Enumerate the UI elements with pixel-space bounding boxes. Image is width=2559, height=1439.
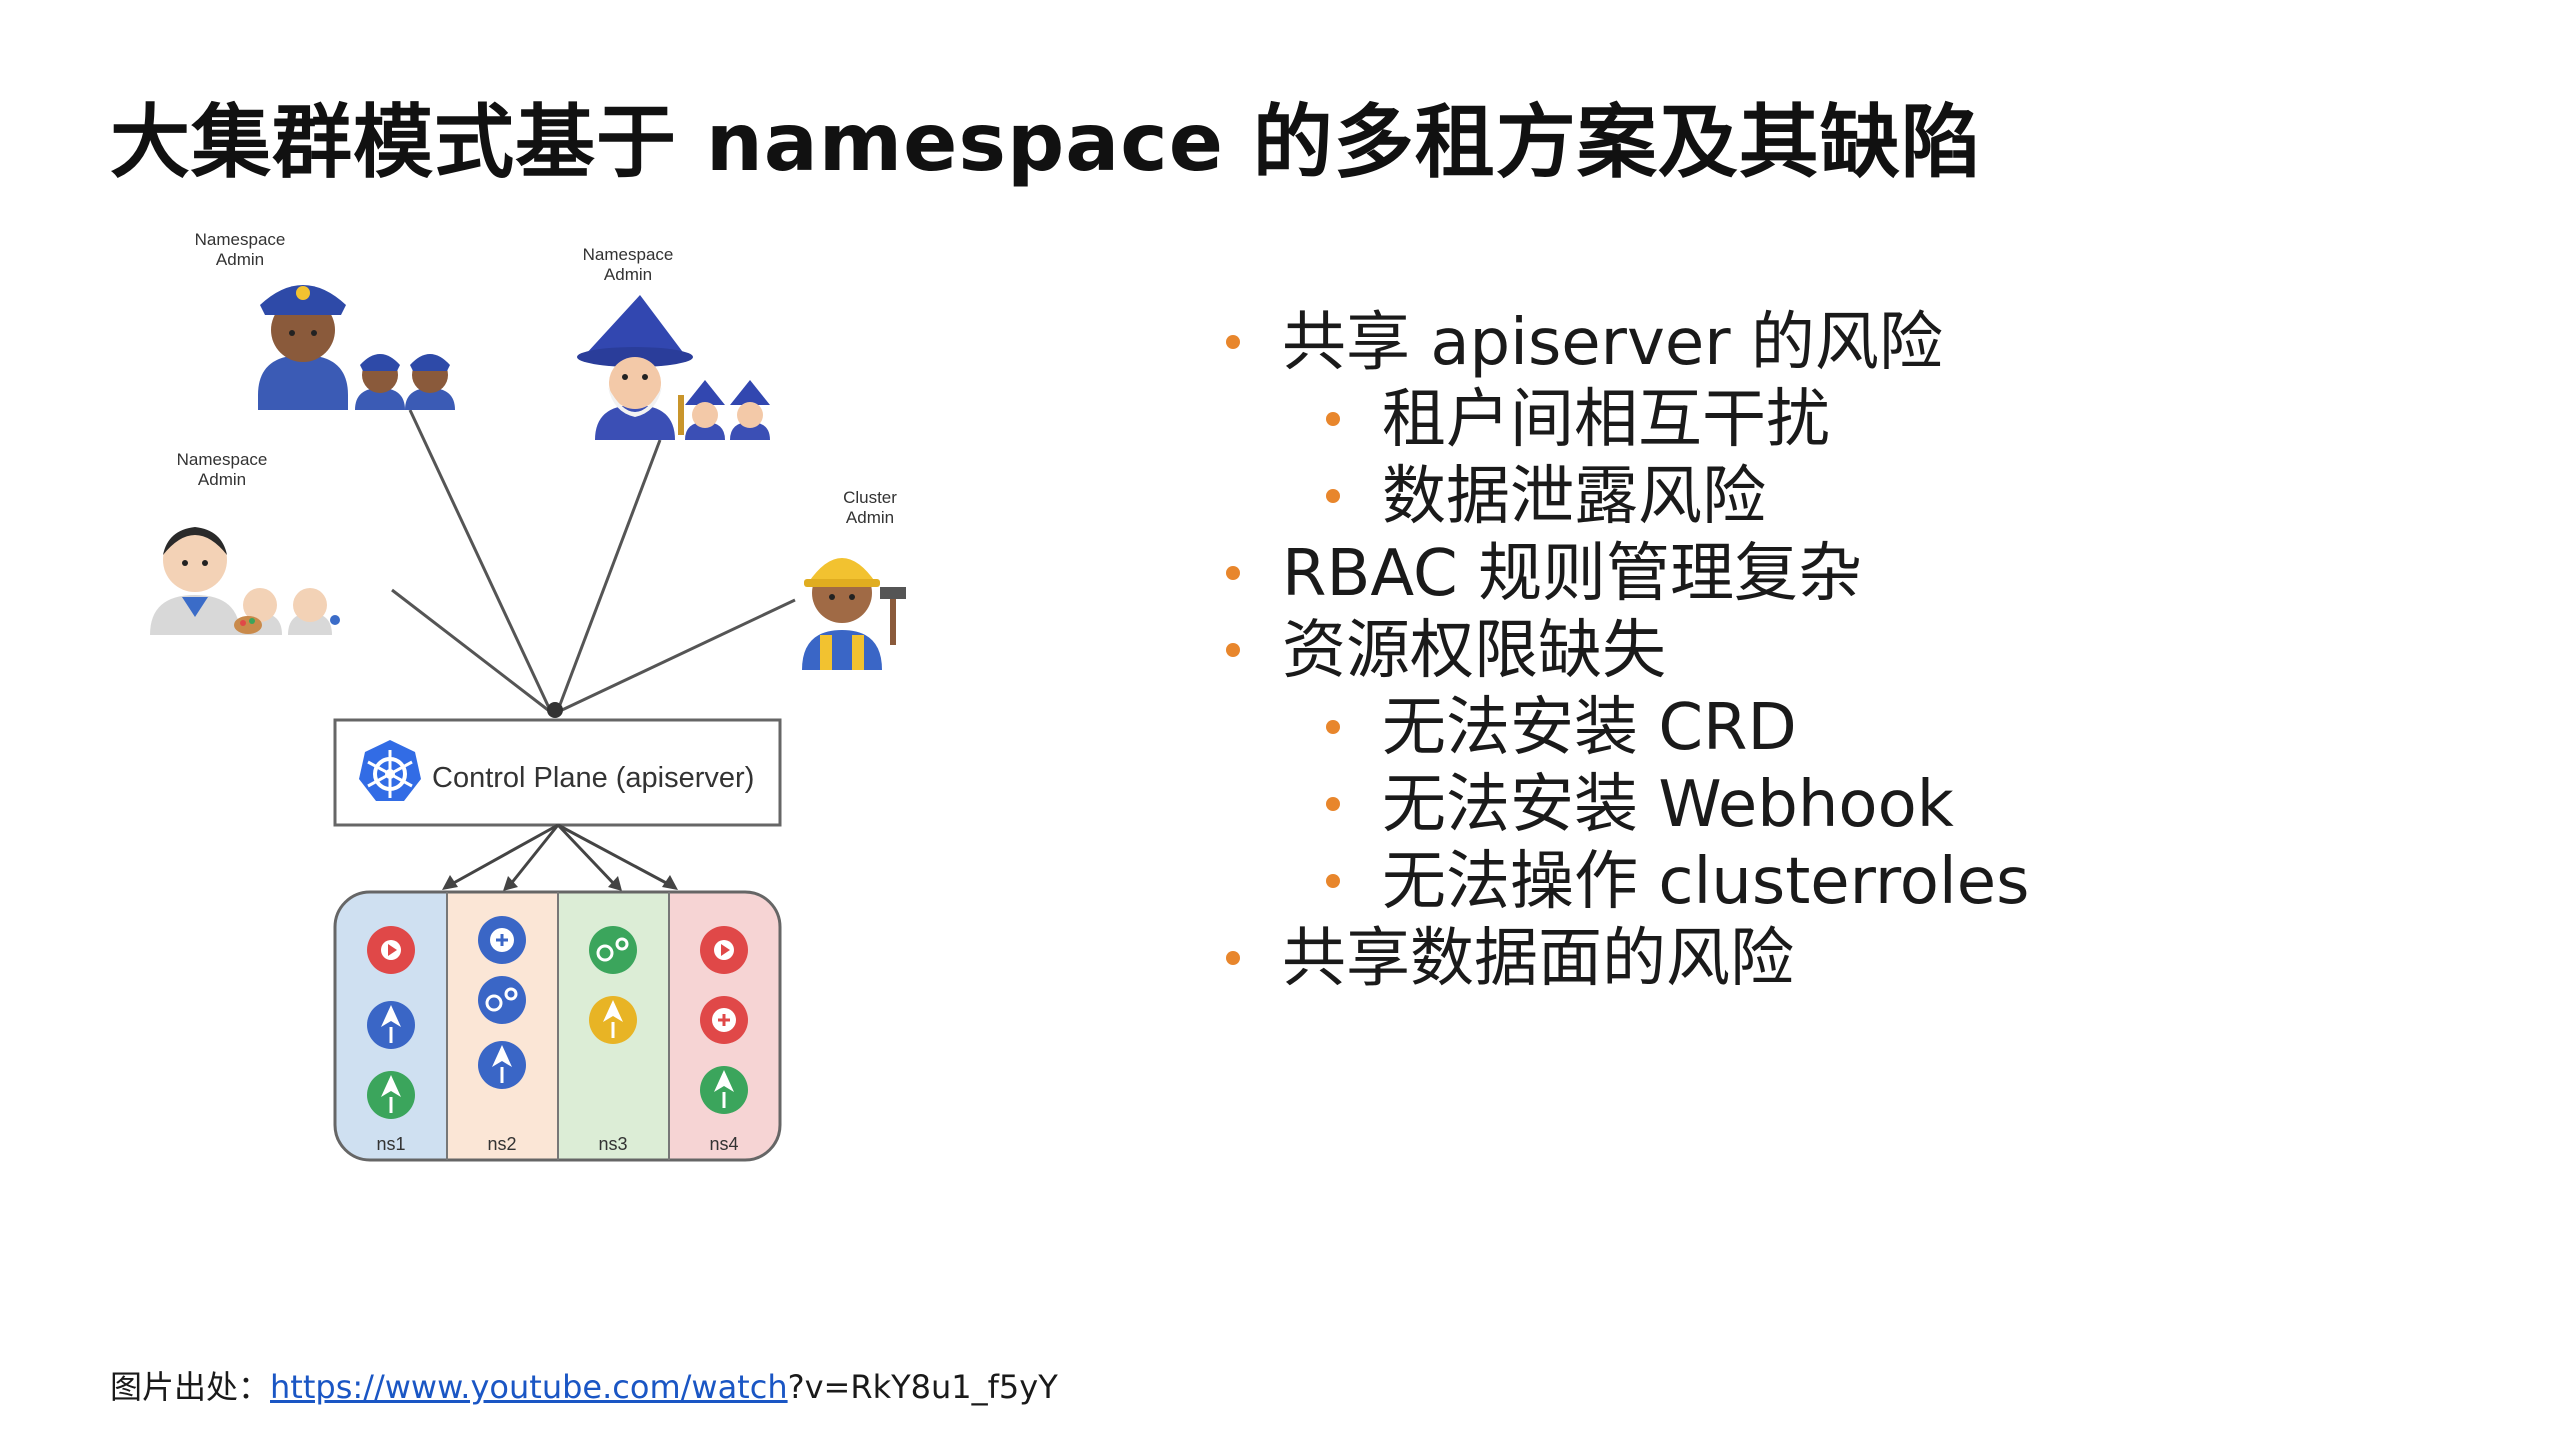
bullet-text: 租户间相互干扰	[1382, 383, 1830, 457]
rocket-icon	[478, 1041, 526, 1089]
bullet-text: 数据泄露风险	[1382, 460, 1766, 534]
slide-title: 大集群模式基于 namespace 的多租方案及其缺陷	[110, 96, 1982, 189]
admin-label-line2: Admin	[198, 470, 246, 489]
ns1-label: ns1	[376, 1134, 405, 1154]
bullet-dot-icon	[1226, 566, 1240, 580]
rocket-icon	[589, 996, 637, 1044]
bullet-dot-icon	[1226, 643, 1240, 657]
namespace-arrows	[449, 823, 671, 887]
gears-icon	[589, 926, 637, 974]
control-plane-box: Control Plane (apiserver)	[333, 718, 782, 827]
ns4-icons: ns4	[700, 926, 748, 1154]
bullet-dot-icon	[1326, 874, 1340, 888]
bullet-item: 无法安装 Webhook	[1220, 767, 2520, 844]
admin-label-line2: Admin	[604, 265, 652, 284]
admin-label-line1: Namespace	[583, 245, 674, 264]
bullet-text: 资源权限缺失	[1282, 614, 1666, 688]
construction-worker-icon	[802, 558, 906, 670]
bullet-item: 共享 apiserver 的风险	[1220, 305, 2520, 382]
bullet-item: 资源权限缺失	[1220, 613, 2520, 690]
ns2-label: ns2	[487, 1134, 516, 1154]
wizard-icon	[577, 295, 770, 440]
bullet-text: 无法操作 clusterroles	[1382, 845, 2030, 919]
police-officer-icon	[258, 285, 455, 410]
plus-icon	[478, 916, 526, 964]
ns4-label: ns4	[709, 1134, 738, 1154]
ns2-icons: ns2	[478, 916, 526, 1154]
bullet-text: 共享数据面的风险	[1282, 922, 1794, 996]
admin-label-line1: Namespace	[195, 230, 286, 249]
source-prefix: 图片出处：	[110, 1368, 271, 1406]
bullet-item: RBAC 规则管理复杂	[1220, 536, 2520, 613]
bullet-text: 无法安装 CRD	[1382, 691, 1797, 765]
source-query: ?v=RkY8u1_f5yY	[787, 1368, 1058, 1406]
admin-worker: Cluster Admin	[802, 488, 906, 670]
bullet-text: 共享 apiserver 的风险	[1282, 306, 1943, 380]
bullet-dot-icon	[1326, 412, 1340, 426]
control-plane-label: Control Plane (apiserver)	[432, 762, 754, 794]
source-footer: 图片出处：https://www.youtube.com/watch?v=RkY…	[110, 1362, 1058, 1408]
bullet-dot-icon	[1226, 335, 1240, 349]
gear-icon	[700, 926, 748, 974]
bullet-dot-icon	[1326, 797, 1340, 811]
ns3-icons: ns3	[589, 926, 637, 1154]
admin-artist: Namespace Admin	[150, 450, 340, 635]
admin-wizard: Namespace Admin	[577, 245, 770, 440]
connector-hub	[547, 702, 563, 718]
multi-tenant-diagram: Namespace Admin Namespa	[130, 215, 970, 1195]
namespaces-container: ns1 ns	[333, 890, 782, 1162]
bullet-item: 共享数据面的风险	[1220, 921, 2520, 998]
source-link[interactable]: https://www.youtube.com/watch	[270, 1368, 788, 1406]
admin-label-line1: Cluster	[843, 488, 897, 507]
bullet-item: 无法操作 clusterroles	[1220, 844, 2520, 921]
ns1-icons: ns1	[367, 926, 415, 1154]
admin-police: Namespace Admin	[195, 230, 455, 410]
kubernetes-icon	[359, 740, 421, 801]
admin-label-line1: Namespace	[177, 450, 268, 469]
rocket-icon	[700, 1066, 748, 1114]
bullet-text: RBAC 规则管理复杂	[1282, 537, 1863, 611]
bullet-dot-icon	[1326, 489, 1340, 503]
rocket-icon	[367, 1001, 415, 1049]
ns3-label: ns3	[598, 1134, 627, 1154]
bullet-dot-icon	[1326, 720, 1340, 734]
bullet-item: 无法安装 CRD	[1220, 690, 2520, 767]
artist-icon	[150, 527, 340, 635]
admin-label-line2: Admin	[846, 508, 894, 527]
bullet-item: 租户间相互干扰	[1220, 382, 2520, 459]
bullet-item: 数据泄露风险	[1220, 459, 2520, 536]
admin-label-line2: Admin	[216, 250, 264, 269]
plus-icon	[700, 996, 748, 1044]
bullet-text: 无法安装 Webhook	[1382, 768, 1954, 842]
bullet-dot-icon	[1226, 951, 1240, 965]
admin-connectors	[391, 409, 796, 712]
diagram-svg: Namespace Admin Namespa	[150, 230, 906, 1162]
gears-icon	[478, 976, 526, 1024]
arrow-heads	[442, 875, 678, 891]
rocket-icon	[367, 1071, 415, 1119]
